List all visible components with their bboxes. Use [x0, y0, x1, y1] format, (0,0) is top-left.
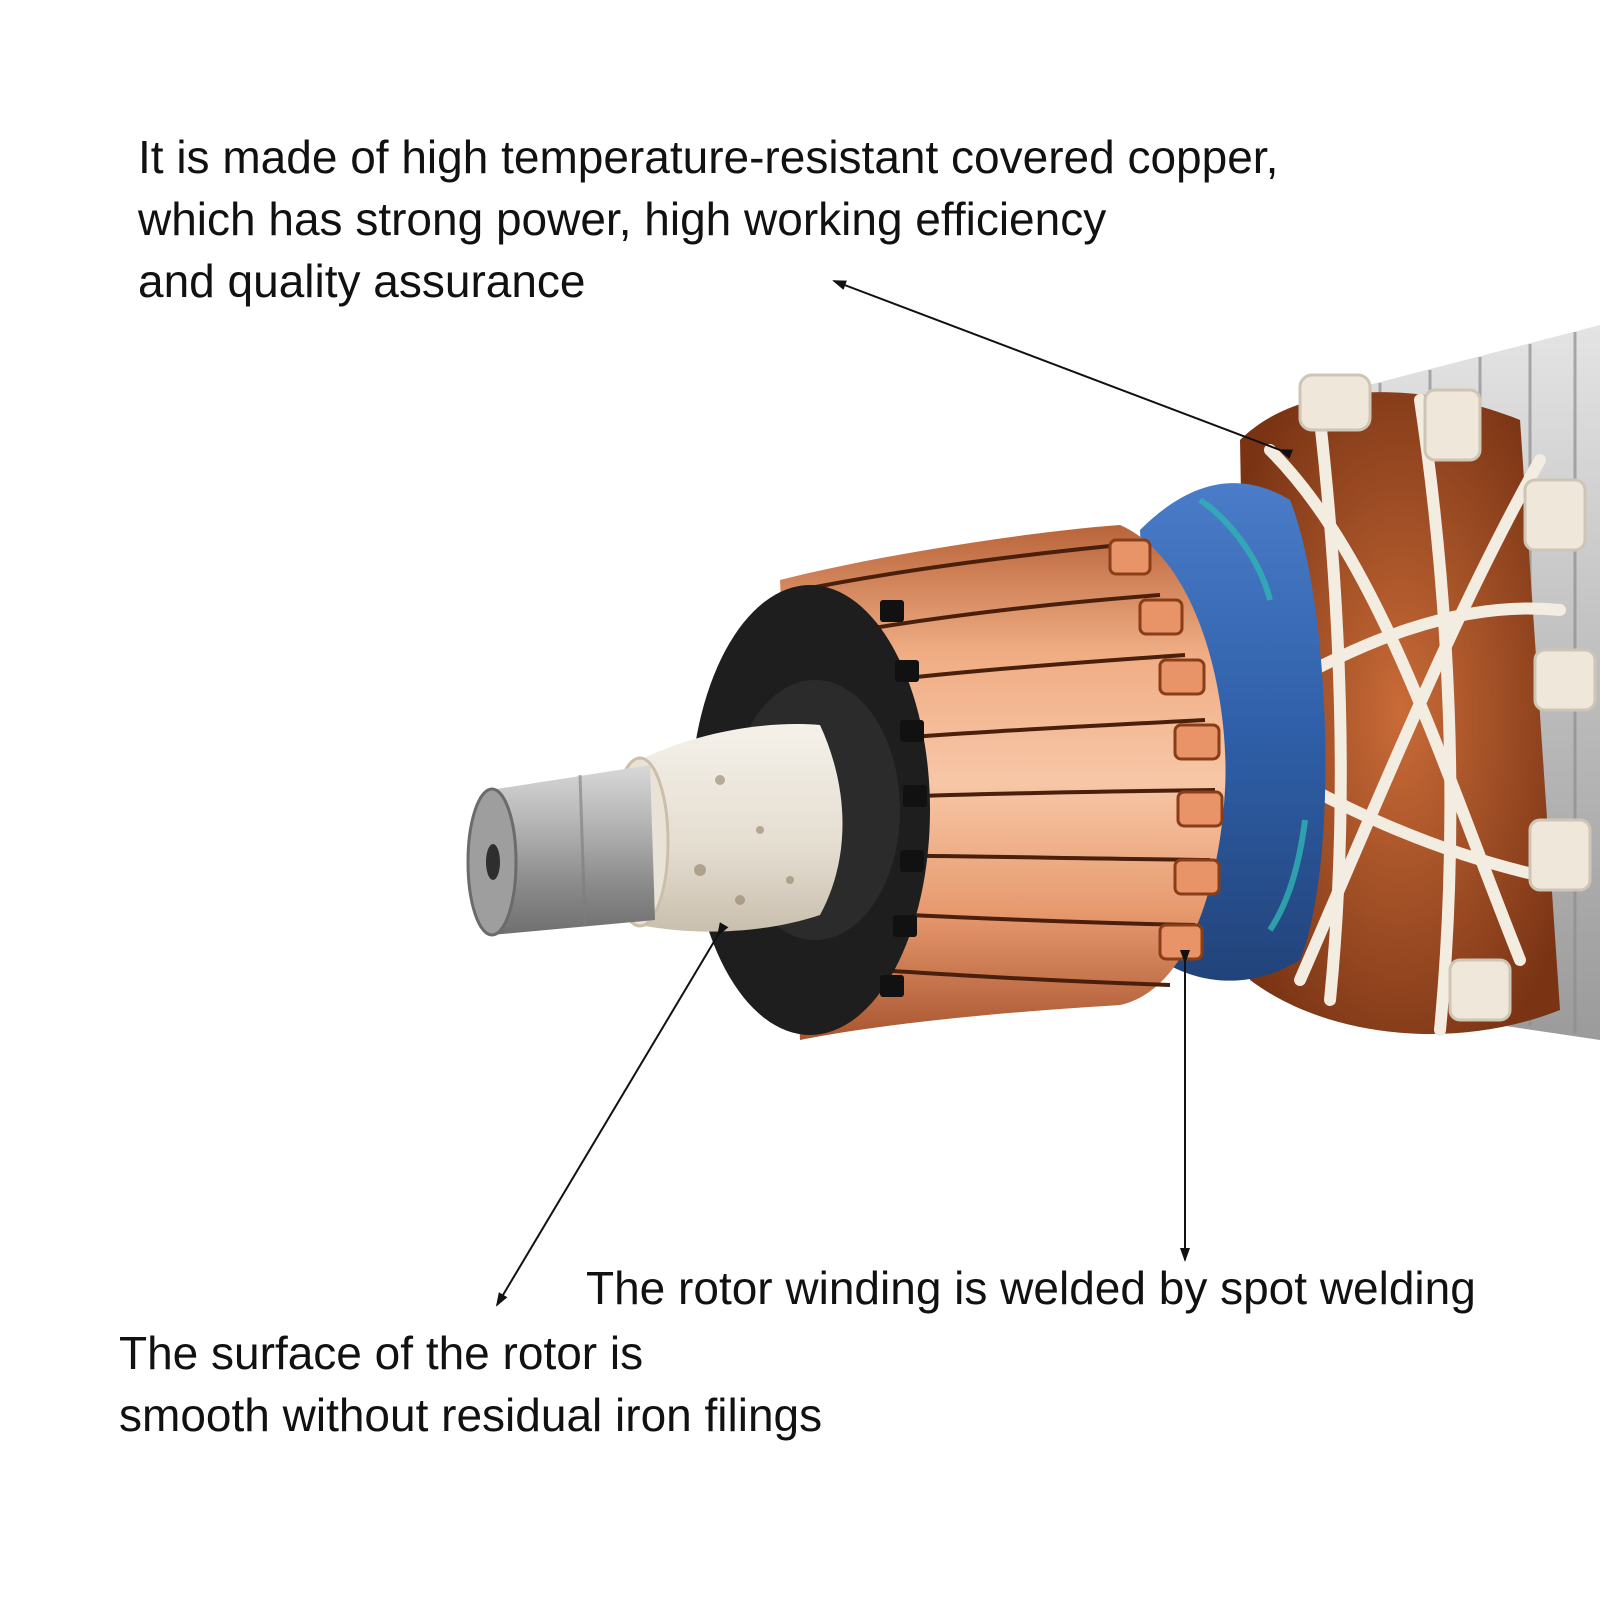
rotor-shaft [466, 765, 655, 937]
caption-line: The surface of the rotor is [119, 1327, 644, 1379]
caption-copper-winding: It is made of high temperature-resistant… [138, 126, 1278, 312]
caption-line: smooth without residual iron filings [119, 1389, 823, 1441]
caption-line: It is made of high temperature-resistant… [138, 131, 1279, 183]
callout-arrows [495, 280, 1293, 1307]
arrow-surface [495, 922, 729, 1307]
caption-rotor-surface: The surface of the rotor is smooth witho… [119, 1322, 822, 1446]
caption-line: which has strong power, high working eff… [138, 193, 1107, 245]
caption-line: and quality assurance [138, 255, 586, 307]
rotor-winding [1240, 373, 1597, 1036]
caption-line: The rotor winding is welded by spot weld… [586, 1262, 1476, 1314]
caption-spot-welding: The rotor winding is welded by spot weld… [586, 1257, 1476, 1319]
arrow-copper [832, 280, 1293, 459]
